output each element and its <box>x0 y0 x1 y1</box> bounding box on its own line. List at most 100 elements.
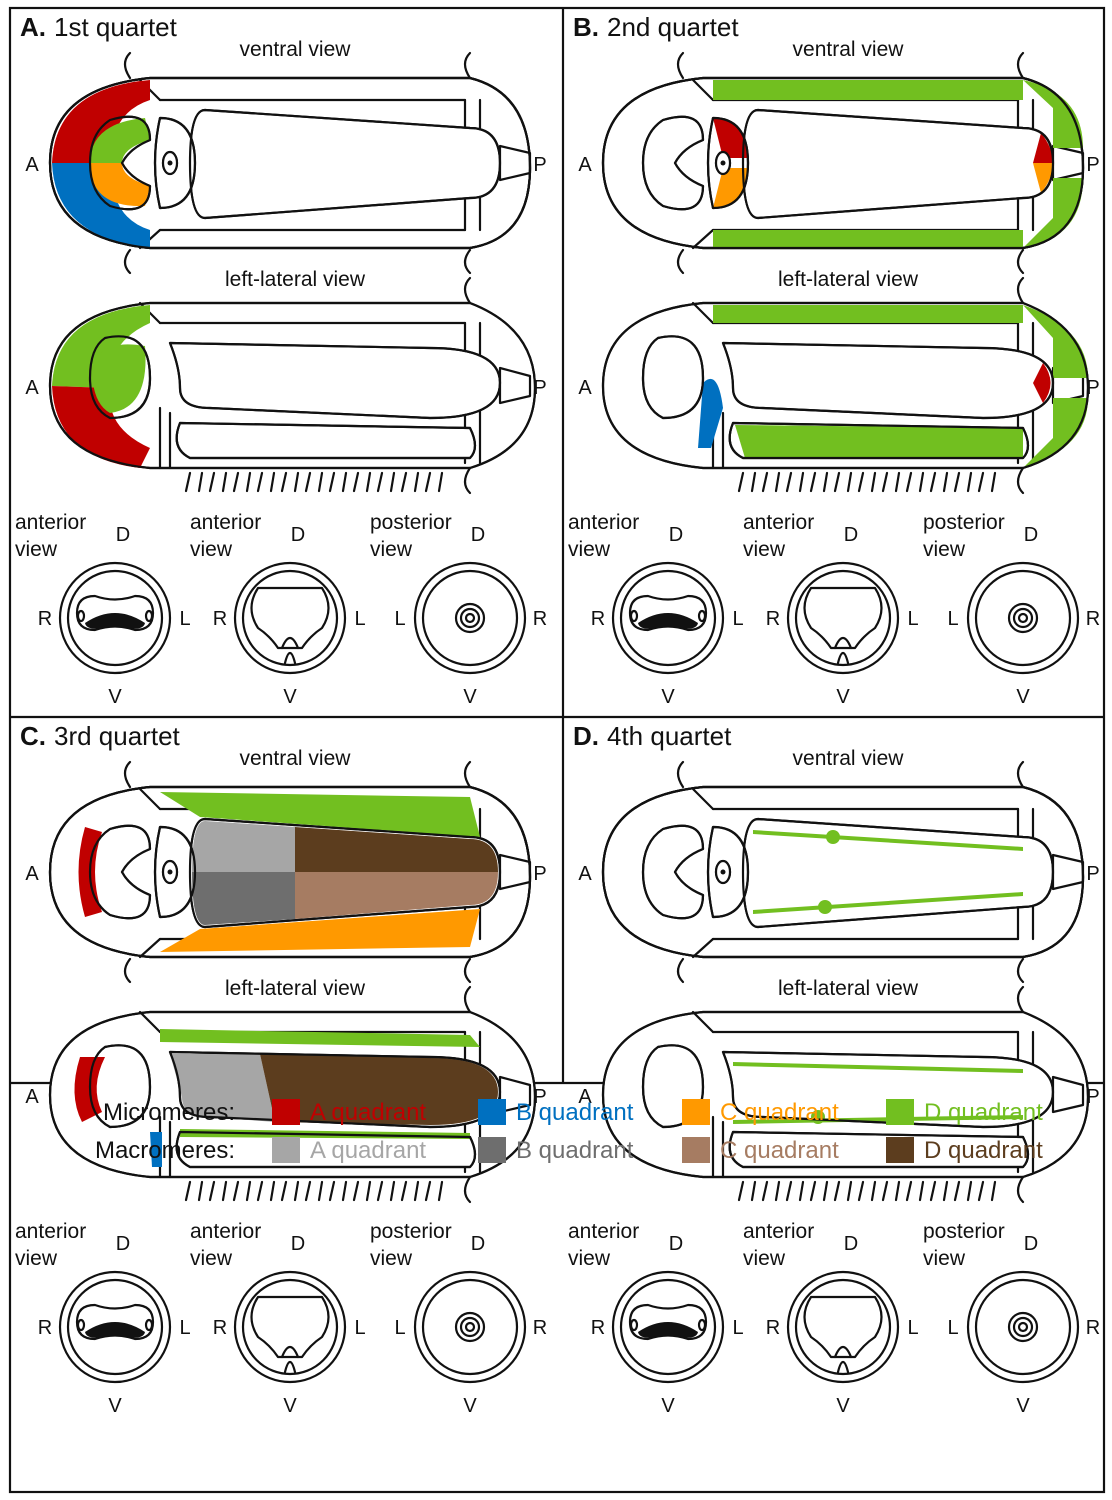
panel-title: 4th quartet <box>607 721 732 751</box>
macro-A-region <box>192 821 295 872</box>
section-view-title: posterior <box>370 1220 452 1243</box>
posterior-axis-label: P <box>1086 154 1099 176</box>
mouth-section-shape <box>77 1305 153 1339</box>
micro-D-cluster <box>826 830 840 844</box>
ventral-label: V <box>108 686 122 708</box>
section-view-title: view <box>743 538 786 561</box>
cilia-row <box>739 1182 995 1200</box>
panel-4: D.4th quartetventral viewleft-lateral vi… <box>568 721 1100 1417</box>
ventral-label: V <box>836 686 850 708</box>
cilia-row <box>186 473 442 491</box>
legend-macro-B: B quadrant <box>478 1137 634 1164</box>
legend-micro-B: B quadrant <box>478 1099 634 1126</box>
cilia-row <box>186 1182 442 1200</box>
side-label: L <box>179 608 190 630</box>
anterior-axis-label: A <box>578 863 592 885</box>
side-label: L <box>732 1317 743 1339</box>
side-label: L <box>732 608 743 630</box>
legend-micro-D: D quadrant <box>886 1099 1043 1126</box>
section-view-title: anterior <box>568 511 639 534</box>
legend-swatch <box>478 1099 506 1125</box>
dorsal-label: D <box>1024 1233 1038 1255</box>
legend-swatch <box>272 1099 300 1125</box>
lateral-view-label: left-lateral view <box>778 977 919 1000</box>
section-view-title: anterior <box>190 511 261 534</box>
anterior-axis-label: A <box>578 377 592 399</box>
panel-title: 3rd quartet <box>54 721 181 751</box>
dorsal-label: D <box>669 524 683 546</box>
posterior-axis-label: P <box>1086 863 1099 885</box>
section-view-title: posterior <box>923 1220 1005 1243</box>
legend-micro-A: A quadrant <box>272 1099 426 1126</box>
legend-micro-C: C quadrant <box>682 1099 839 1126</box>
legend-swatch <box>886 1137 914 1163</box>
side-label: R <box>766 608 780 630</box>
legend-swatch <box>886 1099 914 1125</box>
side-label: R <box>533 1317 547 1339</box>
micro-D-region <box>713 305 1023 323</box>
side-label: R <box>38 608 52 630</box>
side-label: L <box>394 608 405 630</box>
dorsal-label: D <box>291 1233 305 1255</box>
legend-macromeres-label: Macromeres: <box>95 1137 235 1164</box>
side-label: R <box>213 1317 227 1339</box>
panel-1: A.1st quartetventral viewleft-lateral vi… <box>15 12 547 708</box>
dorsal-label: D <box>844 524 858 546</box>
eye-spot <box>163 152 177 174</box>
ventral-view-label: ventral view <box>793 38 905 61</box>
mouth-section-shape <box>77 596 153 630</box>
side-label: L <box>947 1317 958 1339</box>
section-view-title: view <box>743 1247 786 1270</box>
ventral-label: V <box>1016 686 1030 708</box>
anterior-axis-label: A <box>25 154 39 176</box>
lateral-view-label: left-lateral view <box>225 268 366 291</box>
anterior-axis-label: A <box>25 863 39 885</box>
section-view-title: anterior <box>15 511 86 534</box>
dorsal-label: D <box>471 1233 485 1255</box>
ventral-view-label: ventral view <box>793 747 905 770</box>
ventral-label: V <box>283 1395 297 1417</box>
side-label: R <box>591 608 605 630</box>
lateral-view-label: left-lateral view <box>778 268 919 291</box>
section-view-title: anterior <box>568 1220 639 1243</box>
section-view-title: anterior <box>15 1220 86 1243</box>
section-view-title: view <box>923 1247 966 1270</box>
legend-label: D quadrant <box>924 1099 1043 1126</box>
ventral-label: V <box>463 1395 477 1417</box>
dorsal-label: D <box>1024 524 1038 546</box>
legend-label: B quadrant <box>516 1099 634 1126</box>
ventral-label: V <box>1016 1395 1030 1417</box>
ventral-view-label: ventral view <box>240 38 352 61</box>
micro-D-region <box>713 80 1023 100</box>
legend-macro-A: A quadrant <box>272 1137 426 1164</box>
posterior-axis-label: P <box>533 154 546 176</box>
ventral-label: V <box>463 686 477 708</box>
section-view-title: view <box>15 1247 58 1270</box>
section-view-1: anteriorviewDRLV <box>568 511 744 708</box>
side-label: L <box>947 608 958 630</box>
side-label: R <box>213 608 227 630</box>
side-label: R <box>38 1317 52 1339</box>
micro-D-region <box>713 230 1023 248</box>
section-view-title: view <box>568 538 611 561</box>
section-view-title: posterior <box>370 511 452 534</box>
side-label: R <box>533 608 547 630</box>
section-view-title: view <box>190 1247 233 1270</box>
panel-title: 1st quartet <box>54 12 178 42</box>
section-view-title: view <box>568 1247 611 1270</box>
legend-macro-C: C quadrant <box>682 1137 839 1164</box>
section-view-2: anteriorviewDRLV <box>190 1220 366 1417</box>
side-label: L <box>354 1317 365 1339</box>
legend-swatch <box>272 1137 300 1163</box>
anterior-axis-label: A <box>25 377 39 399</box>
legend-micromeres-label: Micromeres: <box>103 1099 235 1126</box>
section-view-title: view <box>923 538 966 561</box>
